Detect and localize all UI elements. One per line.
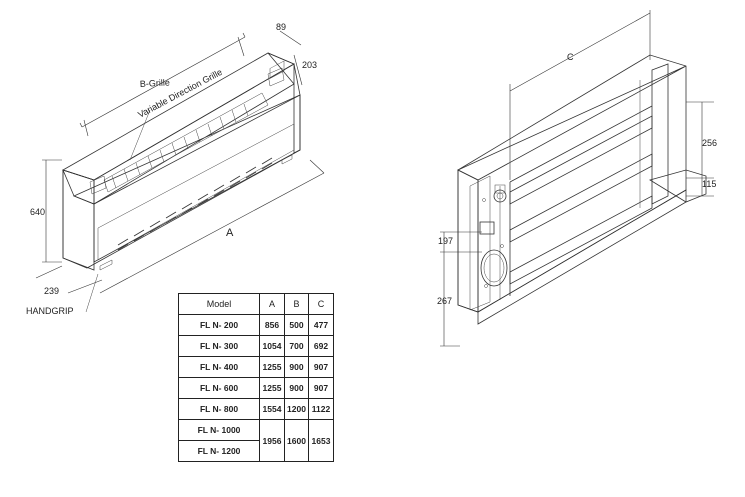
- right-dimensions: [440, 10, 714, 347]
- header-c: C: [308, 293, 334, 315]
- cell-c: 1653: [308, 419, 334, 462]
- handgrip-slot: [99, 259, 113, 271]
- cell-c: 907: [308, 356, 334, 378]
- cell-model: FL N- 600: [178, 377, 260, 399]
- top-grille-slats: [111, 103, 249, 189]
- cell-model: FL N- 800: [178, 398, 260, 420]
- header-a: A: [259, 293, 285, 315]
- b-grille-label: B-Grille: [140, 77, 170, 89]
- cell-c: 692: [308, 335, 334, 357]
- dim-197-label: 197: [438, 236, 453, 246]
- cell-b: 700: [284, 335, 309, 357]
- cell-c: 1122: [308, 398, 334, 420]
- cell-b: 1600: [284, 419, 309, 462]
- left-dimension-labels: B-Grille Variable Direction Grille 89 20…: [26, 22, 317, 316]
- fan-circle: [480, 249, 508, 287]
- cell-a: 1956: [259, 419, 285, 462]
- cell-c: 907: [308, 377, 334, 399]
- table-row: FL N- 1200: [178, 440, 334, 462]
- handgrip-label: HANDGRIP: [26, 306, 74, 316]
- cell-b: 1200: [284, 398, 309, 420]
- dim-640-label: 640: [30, 207, 45, 217]
- header-b: B: [284, 293, 309, 315]
- dim-89-label: 89: [276, 22, 286, 32]
- dim-267-label: 267: [437, 296, 452, 306]
- table-row: FL N- 1000 1956 1600 1653: [178, 419, 334, 462]
- cell-a: 1554: [259, 398, 285, 420]
- cell-model: FL N- 1000: [178, 419, 260, 441]
- table-row: FL N- 600 1255 900 907: [178, 377, 334, 399]
- cell-a: 1255: [259, 356, 285, 378]
- front-vents: [117, 157, 273, 251]
- left-dimensions: [35, 30, 325, 313]
- header-model: Model: [178, 293, 260, 315]
- cell-model: FL N- 1200: [178, 440, 260, 462]
- table-header-row: Model A B C: [178, 293, 334, 315]
- dimension-table: Model A B C FL N- 200 856 500 477 FL N- …: [178, 293, 334, 462]
- assembled-unit: B-Grille Variable Direction Grille 89 20…: [26, 22, 325, 316]
- cell-model: FL N- 300: [178, 335, 260, 357]
- dim-239-label: 239: [44, 286, 59, 296]
- dim-a-label: A: [226, 227, 234, 239]
- cell-model: FL N- 200: [178, 314, 260, 336]
- cell-a: 1255: [259, 377, 285, 399]
- cell-model: FL N- 400: [178, 356, 260, 378]
- variable-direction-grille-label: Variable Direction Grille: [136, 67, 224, 120]
- dim-c-label: C: [567, 52, 574, 62]
- cell-b: 500: [284, 314, 309, 336]
- cell-a: 1054: [259, 335, 285, 357]
- cell-b: 900: [284, 377, 309, 399]
- right-dimension-labels: C 256 115 197 267: [437, 52, 717, 306]
- chassis-unit: C 256 115 197 267: [437, 10, 717, 347]
- dim-203-label: 203: [302, 60, 317, 70]
- cell-c: 477: [308, 314, 334, 336]
- table-row: FL N- 200 856 500 477: [178, 314, 334, 336]
- table-row: FL N- 800 1554 1200 1122: [178, 398, 334, 420]
- rails: [509, 105, 653, 285]
- dim-115-label: 115: [702, 179, 716, 189]
- cell-a: 856: [259, 314, 285, 336]
- table-row: FL N- 300 1054 700 692: [178, 335, 334, 357]
- cell-b: 900: [284, 356, 309, 378]
- dim-256-label: 256: [702, 138, 717, 148]
- table-row: FL N- 400 1255 900 907: [178, 356, 334, 378]
